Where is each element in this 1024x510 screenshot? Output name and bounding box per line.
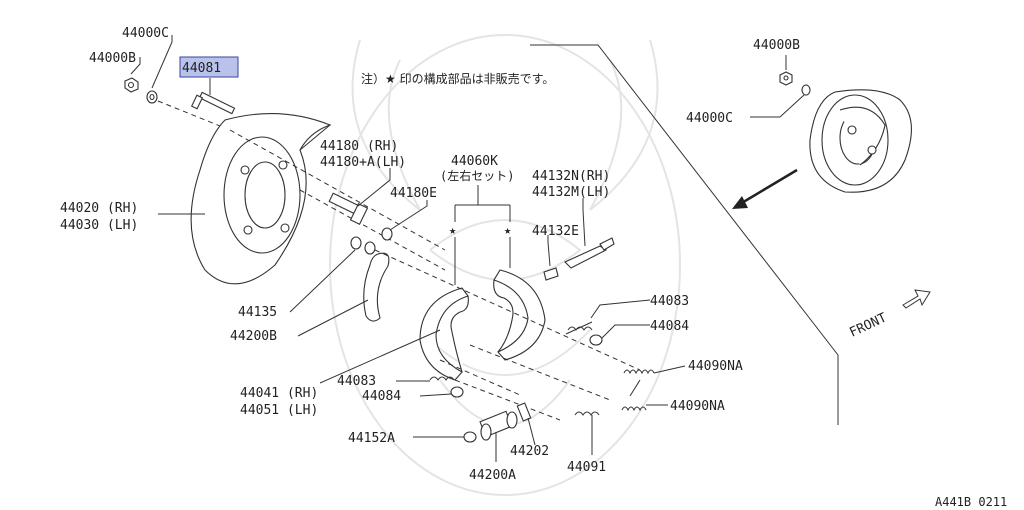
washer-44000C-right <box>801 84 811 96</box>
label-44081[interactable]: 44081 <box>182 61 221 76</box>
label-44200B: 44200B <box>230 329 277 344</box>
label-44084-left: 44084 <box>362 389 401 404</box>
retainer-44084-right <box>589 334 603 346</box>
label-44041: 44041 (RH) <box>240 386 318 401</box>
label-44202: 44202 <box>510 444 549 459</box>
label-44030: 44030 (LH) <box>60 218 138 233</box>
label-44060K-sub: (左右セット) <box>440 168 514 183</box>
washers-44135 <box>350 227 393 255</box>
back-plate-assembly-right <box>809 89 912 193</box>
label-44132E: 44132E <box>532 224 579 239</box>
spring-44132E <box>543 267 559 281</box>
front-arrow-icon <box>902 289 931 309</box>
label-44180-rh: 44180 (RH) <box>320 139 398 154</box>
nut-44000B <box>124 77 139 93</box>
label-44000C: 44000C <box>122 26 169 41</box>
label-44180-lh: 44180+A(LH) <box>320 155 406 170</box>
label-44084-right: 44084 <box>650 319 689 334</box>
label-44083-left: 44083 <box>337 374 376 389</box>
front-indicator: FRONT <box>847 289 931 341</box>
note-text: 注）★ 印の構成部品は非販売です。 <box>361 71 554 86</box>
divider-line <box>530 44 839 425</box>
cap-44152A <box>463 431 477 443</box>
retainer-44084-left <box>450 386 464 398</box>
bolt-44081 <box>190 91 236 115</box>
highlight-44081 <box>179 56 239 78</box>
label-44000B: 44000B <box>89 51 136 66</box>
label-44200A: 44200A <box>469 468 516 483</box>
spring-44083-left <box>429 376 455 381</box>
lever-44200B <box>363 252 390 322</box>
label-44000C-right: 44000C <box>686 111 733 126</box>
front-label: FRONT <box>847 310 889 340</box>
label-44135: 44135 <box>238 305 277 320</box>
adjuster-44180 <box>328 192 369 226</box>
watermark-emblem <box>329 34 681 496</box>
nut-44000B-right <box>779 71 793 86</box>
strut-44132 <box>564 237 615 269</box>
star-icon: ★ <box>449 223 456 237</box>
spring-44083-right <box>565 321 593 335</box>
brake-shoe-44060K <box>493 269 546 361</box>
spring-44091 <box>574 411 600 455</box>
bracket-44060K <box>454 185 511 222</box>
washer-44000C <box>146 90 158 104</box>
label-44090NA-1: 44090NA <box>688 359 743 374</box>
back-plate-44020 <box>190 113 332 285</box>
wheel-cylinder-44200A <box>479 410 518 441</box>
label-44132N: 44132N(RH) <box>532 169 610 184</box>
brake-shoe-44041 <box>419 287 469 381</box>
label-44091: 44091 <box>567 460 606 475</box>
label-44132M: 44132M(LH) <box>532 185 610 200</box>
label-44000B-right: 44000B <box>753 38 800 53</box>
footer-code: A441B 0211 <box>935 495 1007 509</box>
spring-44090NA-2 <box>621 379 668 412</box>
label-44083-right: 44083 <box>650 294 689 309</box>
label-44020: 44020 (RH) <box>60 201 138 216</box>
direction-arrow <box>732 168 798 209</box>
bleeder-44202 <box>516 402 532 422</box>
label-44180E: 44180E <box>390 186 437 201</box>
label-44060K: 44060K <box>451 154 498 169</box>
label-44152A: 44152A <box>348 431 395 446</box>
label-44051: 44051 (LH) <box>240 403 318 418</box>
star-icon: ★ <box>504 223 511 237</box>
label-44090NA-2: 44090NA <box>670 399 725 414</box>
